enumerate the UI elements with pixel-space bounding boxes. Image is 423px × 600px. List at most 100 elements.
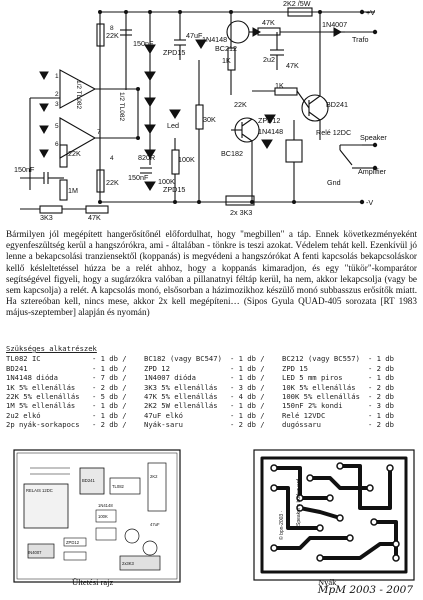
part-name: 3K3 5% ellenállás: [144, 382, 218, 392]
part-entry: 1K 5% ellenállás - 2 db /: [6, 383, 144, 392]
label-bc182: BC182: [221, 149, 243, 158]
parts-row: 1N4148 dióda- 7 db /1N4007 dióda- 1 db /…: [6, 373, 420, 382]
label-1k-b: 1K: [275, 81, 284, 90]
part-name: BC182 (vagy BC547): [144, 354, 222, 364]
part-quantity: - 2 db: [368, 363, 394, 373]
part-entry: Nyák-saru - 2 db /: [144, 420, 282, 429]
part-entry: TL082 IC - 1 db /: [6, 354, 144, 363]
part-name: BD241: [6, 363, 28, 373]
part-quantity: - 5 db /: [92, 392, 127, 402]
label-2k2-5w: 2K2 /5W: [283, 0, 311, 8]
label-1n4007: 1N4007: [322, 20, 347, 29]
part-entry: 2K2 5W ellenállás- 1 db /: [144, 401, 282, 410]
part-quantity: - 2 db: [368, 382, 394, 392]
part-entry: 2u2 elkó - 1 db /: [6, 411, 144, 420]
part-name: 100K 5% ellenállás: [282, 392, 360, 402]
part-name: 22K 5% ellenállás: [6, 392, 80, 402]
label-150nf-in: 150nF: [14, 165, 35, 174]
label-47uf: 47uF: [186, 31, 203, 40]
part-entry: ZPD 12- 1 db /: [144, 364, 282, 373]
label-100k-a: 100K: [178, 155, 195, 164]
label-rele: Relé 12DC: [316, 128, 351, 137]
label-3k3: 3K3: [40, 213, 53, 222]
label-zpd15-a: ZPD15: [163, 48, 185, 57]
part-entry: BD241- 1 db /: [6, 364, 144, 373]
label-22k-b: 22K: [234, 100, 247, 109]
part-quantity: - 1 db /: [92, 401, 127, 411]
part-entry: ZPD 15 - 2 db: [282, 364, 420, 373]
layout-mark-in4007: IN4007: [28, 550, 42, 555]
part-entry: 3K3 5% ellenállás- 3 db /: [144, 383, 282, 392]
part-entry: LED 5 mm piros- 1 db: [282, 373, 420, 382]
layout-mark-1n4148: 1N4148: [98, 503, 113, 508]
part-quantity: - 2 db /: [230, 420, 265, 430]
label-amplifier: Amplifier: [358, 167, 387, 176]
part-entry: 1N4148 dióda - 7 db /: [6, 373, 144, 382]
footer-signature: MpM 2003 - 2007: [317, 584, 413, 596]
pin-1: 1: [55, 73, 59, 80]
label-1m: 1M: [68, 186, 78, 195]
part-entry: Relé 12VDC- 1 db: [282, 411, 420, 420]
pin-7: 7: [97, 129, 101, 136]
pin-8: 8: [110, 25, 114, 32]
part-quantity: - 1 db /: [230, 401, 265, 411]
label-zpd12: ZPD12: [258, 116, 280, 125]
part-name: dugóssaru: [282, 420, 321, 430]
part-name: ZPD 15: [282, 363, 308, 373]
part-quantity: - 1 db /: [230, 373, 265, 383]
part-name: LED 5 mm piros: [282, 373, 343, 383]
label-gnd: Gnd: [327, 178, 341, 187]
pcb-figures: RELAIS 12DC 1N4148 TL082 BD241 2x3K3 ZPD…: [13, 449, 415, 583]
part-name: 150nF 2% kondi: [282, 401, 343, 411]
description: Bármilyen jól megépített hangerősítőnél …: [6, 229, 417, 319]
part-name: 1N4148 dióda: [6, 373, 58, 383]
part-quantity: - 2 db: [368, 392, 394, 402]
part-quantity: - 3 db: [368, 401, 394, 411]
parts-row: 1M 5% ellenállás- 1 db /2K2 5W ellenállá…: [6, 401, 420, 410]
part-name: 2u2 elkó: [6, 410, 41, 420]
part-entry: 10K 5% ellenállás - 2 db: [282, 383, 420, 392]
part-quantity: - 2 db /: [92, 420, 127, 430]
part-entry: 47K 5% ellenállás - 4 db /: [144, 392, 282, 401]
parts-row: BD241- 1 db /ZPD 12- 1 db /ZPD 15 - 2 db: [6, 364, 420, 373]
layout-mark-bd241: BD241: [82, 478, 95, 483]
pcb-mark-copyright: © bpn-2003 ·: [278, 510, 285, 540]
part-name: 10K 5% ellenállás: [282, 382, 356, 392]
part-quantity: - 2 db: [368, 420, 394, 430]
layout-mark-zpd12: ZPD12: [66, 540, 80, 545]
part-name: TL082 IC: [6, 354, 41, 364]
component-layout-drawing: RELAIS 12DC 1N4148 TL082 BD241 2x3K3 ZPD…: [13, 449, 181, 583]
part-name: BC212 (vagy BC557): [282, 354, 360, 364]
parts-rows: TL082 IC - 1 db / BC182 (vagy BC547) - 1 db…: [6, 354, 420, 429]
part-name: 47K 5% ellenállás: [144, 392, 218, 402]
pin-6: 6: [55, 141, 59, 148]
part-quantity: - 1 db /: [92, 410, 127, 420]
label-22k-d: 22K: [68, 149, 81, 158]
part-entry: BC212 (vagy BC557)- 1 db: [282, 354, 420, 363]
part-entry: 22K 5% ellenállás - 5 db /: [6, 392, 144, 401]
pin-3: 3: [55, 101, 59, 108]
part-entry: 2p nyák-sorkapocs - 2 db /: [6, 420, 144, 429]
layout-mark-relais: RELAIS 12DC: [26, 488, 53, 493]
part-quantity: - 1 db /: [92, 354, 127, 364]
parts-row: 2u2 elkó- 1 db /47uF elkó- 1 db /Relé 12…: [6, 411, 420, 420]
pcb-mark-title: Speaker's bodyguard: [296, 479, 302, 526]
layout-mark-2k2: 2K2: [150, 474, 158, 479]
label-ic-b: 1/2 TL082: [118, 92, 125, 122]
part-quantity: - 4 db /: [230, 392, 265, 402]
part-quantity: - 1 db /: [230, 410, 265, 420]
label-47k-top: 47K: [262, 18, 275, 27]
part-quantity: - 7 db /: [92, 373, 127, 383]
part-name: Nyák-saru: [144, 420, 183, 430]
circuit-schematic: +V -V 2K2 /5W 1N4007 Trafo 47K 47uF 22K …: [14, 0, 387, 222]
part-name: 1K 5% ellenállás: [6, 382, 76, 392]
label-2u2: 2u2: [263, 55, 275, 64]
label-plus-v: +V: [366, 8, 375, 17]
part-entry: 47uF elkó- 1 db /: [144, 411, 282, 420]
parts-row: 2p nyák-sorkapocs - 2 db / Nyák-saru - 2 db…: [6, 420, 420, 429]
label-minus-v: -V: [366, 198, 373, 207]
part-quantity: - 2 db /: [92, 382, 127, 392]
label-led: Led: [167, 121, 179, 130]
part-name: 2p nyák-sorkapocs: [6, 420, 80, 430]
label-1n4148-b: 1N4148: [258, 127, 283, 136]
